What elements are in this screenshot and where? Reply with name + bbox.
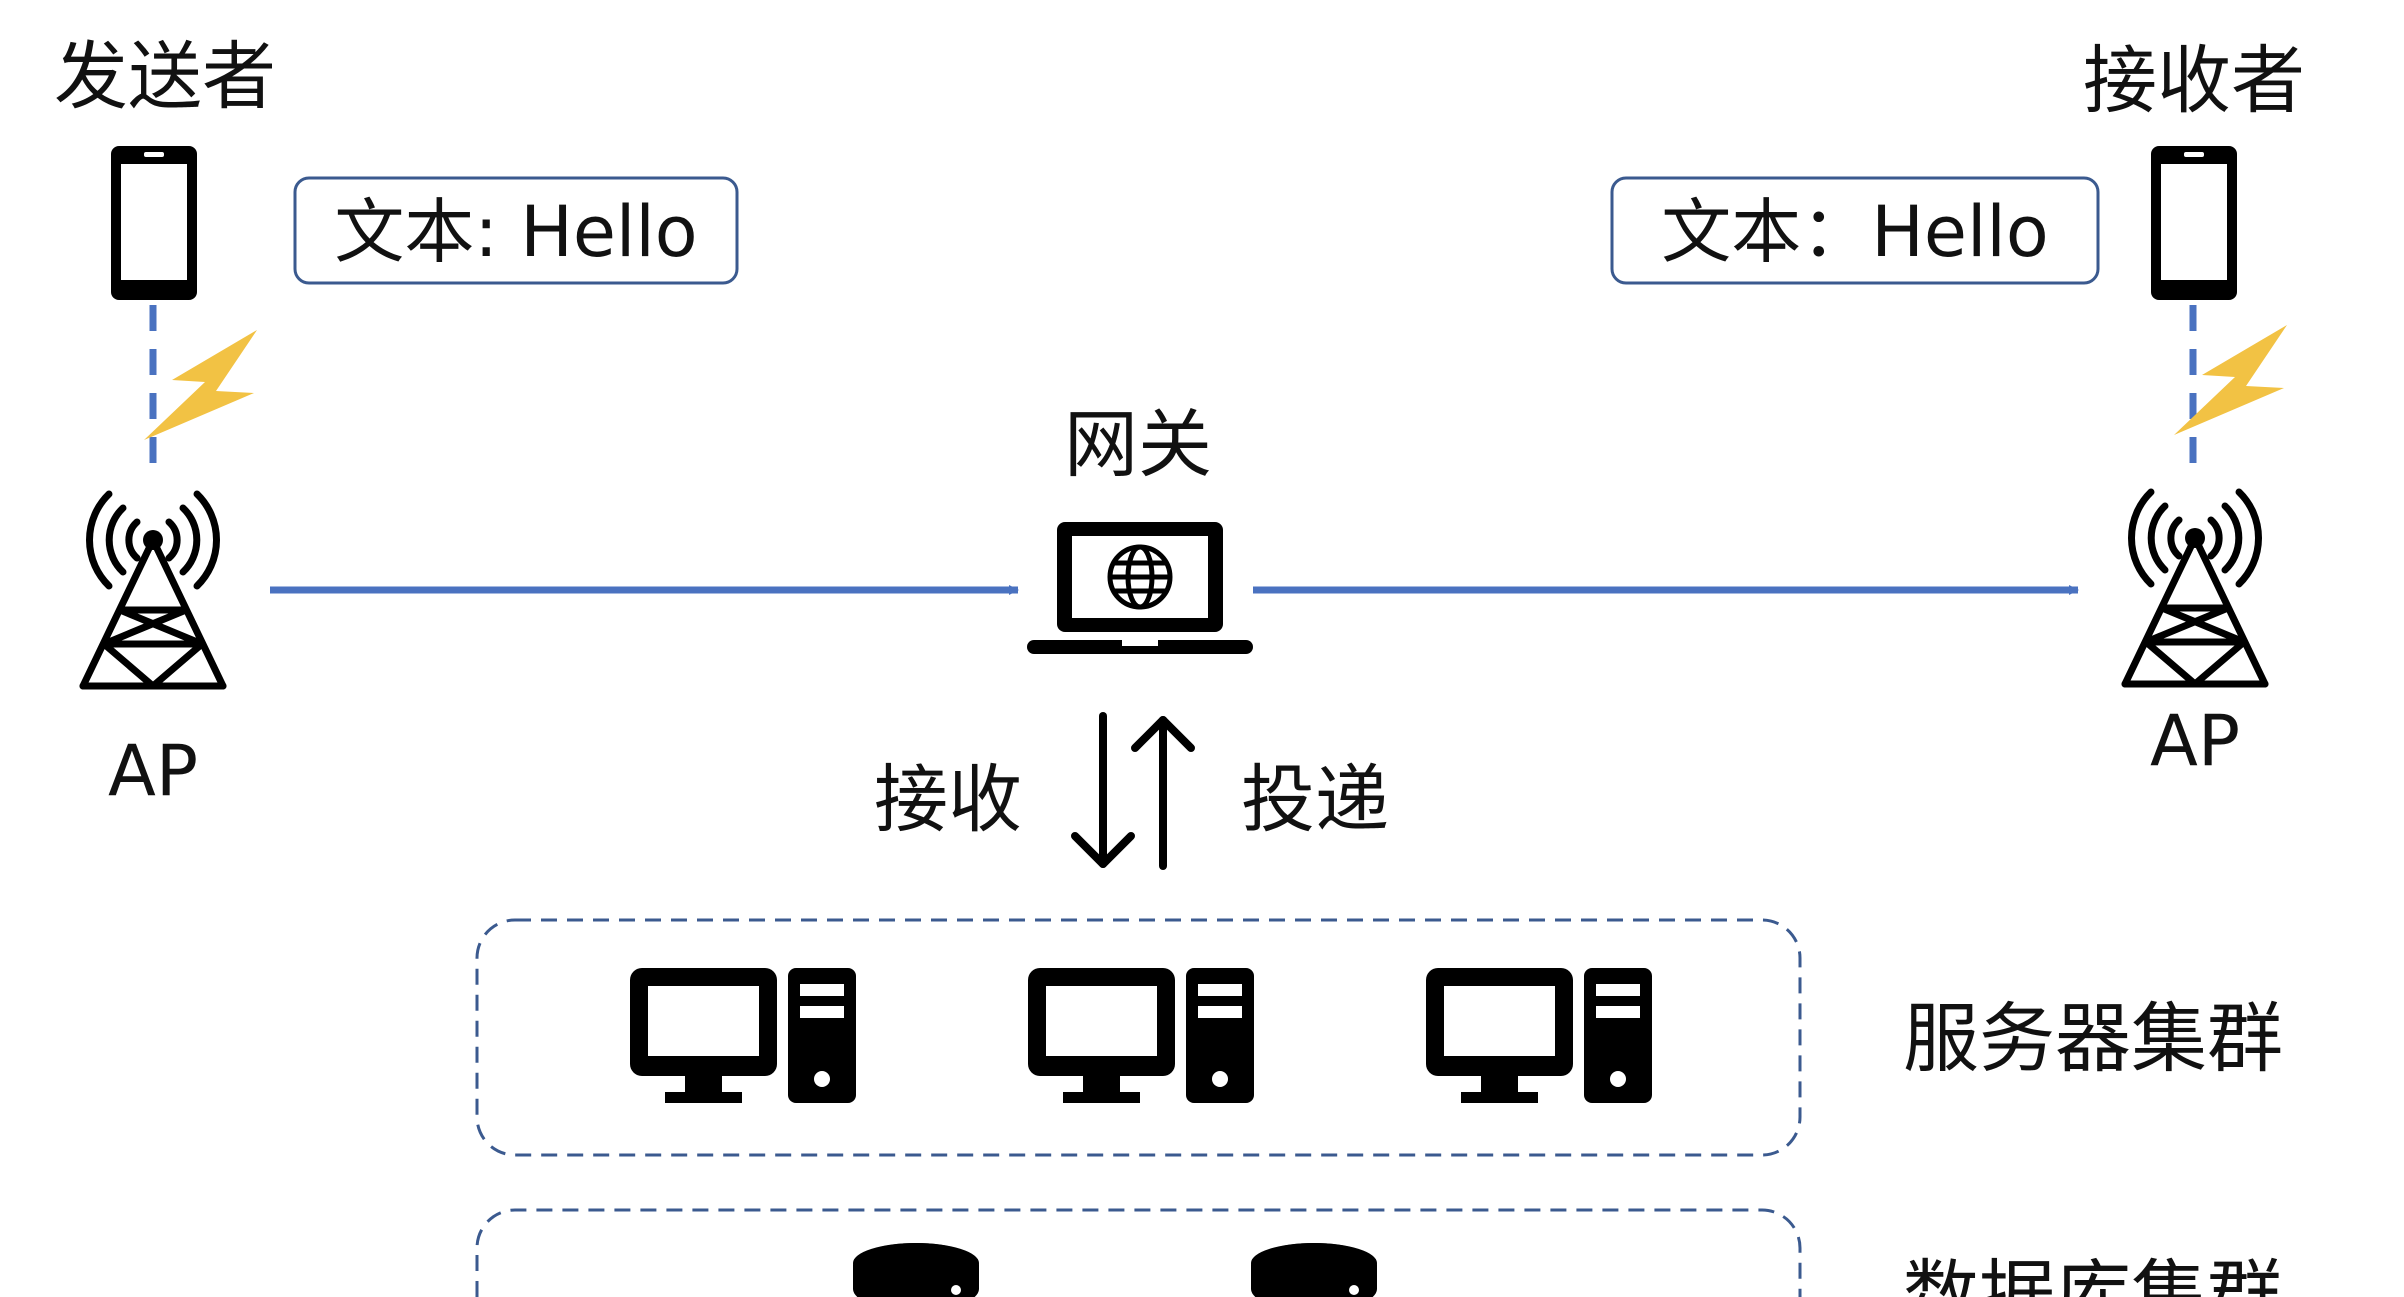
desktop-computer-icon: [1426, 968, 1652, 1103]
database-icon: [853, 1243, 979, 1297]
sender-message: 文本: Hello: [334, 191, 697, 273]
sender-antenna-tower-icon: [83, 494, 223, 686]
database-cluster-label: 数据库集群: [1903, 1251, 2283, 1297]
server-cluster-label: 服务器集群: [1903, 994, 2283, 1083]
server-cluster-box: [475, 918, 1802, 1157]
receiver-message-box: [1610, 176, 2100, 285]
sender-lightning-icon: [144, 330, 257, 440]
sender-title: 发送者: [54, 34, 276, 120]
sender-message-box: [293, 176, 739, 285]
deliver-up-arrow: [1131, 716, 1195, 870]
desktop-computer-icon: [1028, 968, 1254, 1103]
receiver-message: 文本：Hello: [1661, 191, 2048, 273]
database-cluster-box: [475, 1208, 1802, 1297]
deliver-label: 投递: [1241, 757, 1389, 843]
receive-down-arrow: [1071, 712, 1135, 868]
sender-ap-label: AP: [108, 730, 198, 812]
receiver-phone-icon: [2151, 146, 2237, 300]
sender-phone-icon: [111, 146, 197, 300]
laptop-globe-icon: [1027, 522, 1253, 654]
receiver-antenna-tower-icon: [2125, 492, 2265, 684]
desktop-computer-icon: [630, 968, 856, 1103]
gateway-label: 网关: [1064, 402, 1212, 488]
receiver-title: 接收者: [2083, 38, 2305, 124]
database-icon: [1251, 1243, 1377, 1297]
receiver-ap-label: AP: [2150, 700, 2240, 782]
receive-label: 接收: [874, 757, 1022, 843]
